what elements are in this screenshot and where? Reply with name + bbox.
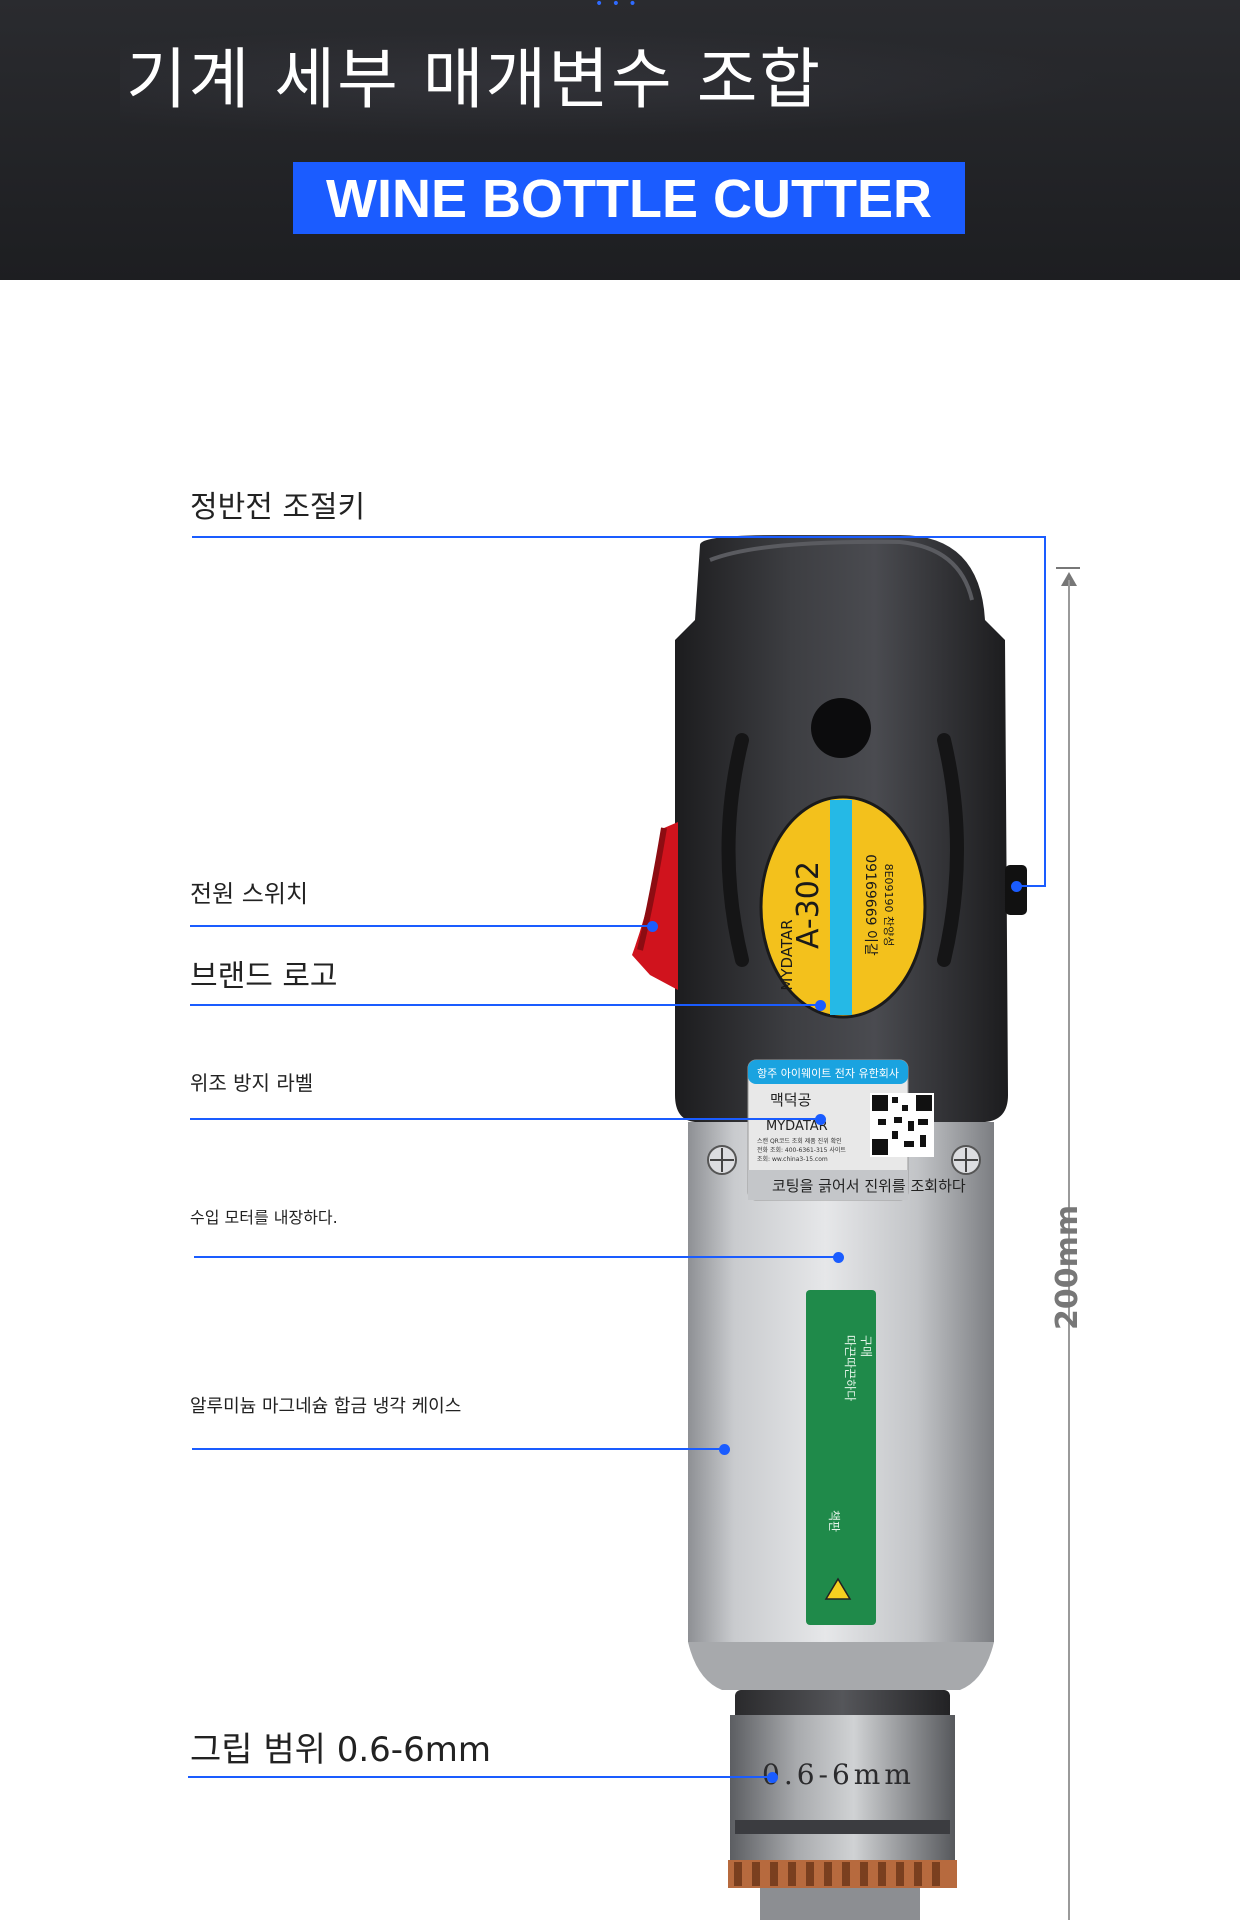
brand-oval	[759, 795, 927, 1019]
leader-anti-counterfeit	[190, 1118, 820, 1120]
dimension-line	[1068, 580, 1070, 1920]
cap-top-highlight	[709, 539, 974, 601]
sticker-header	[748, 1060, 908, 1084]
sticker-line-2: 전화 조회: 400-6361-315 사이트	[757, 1146, 846, 1154]
dot-direction-key	[1011, 881, 1022, 892]
page-title: 기계 세부 매개변수 조합	[126, 41, 823, 118]
brand-oval-stripe	[830, 800, 852, 1015]
callout-label-aluminum-case: 알루미늄 마그네슘 합금 냉각 케이스	[190, 1396, 462, 1417]
green-text-1: 구매	[859, 1335, 873, 1357]
chuck-collar	[735, 1690, 950, 1722]
dot-power-switch	[647, 921, 658, 932]
product-badge: WINE BOTTLE CUTTER	[293, 162, 965, 234]
green-label	[806, 1290, 876, 1625]
green-text-3: 책판	[827, 1510, 842, 1532]
leader-power-switch	[190, 925, 652, 927]
warning-triangle	[824, 1577, 852, 1600]
dimension-label: 200mm	[1050, 1204, 1085, 1330]
sticker	[747, 1059, 909, 1201]
cap-groove-left	[721, 733, 749, 967]
screw-right	[951, 1145, 981, 1175]
callout-label-direction-key: 정반전 조절키	[190, 490, 366, 525]
sticker-scratch-band	[748, 1170, 908, 1200]
sticker-company: 항주 아이웨이트 전자 유한회사	[757, 1067, 899, 1080]
leader-imported-motor	[194, 1256, 838, 1258]
sticker-bottom-text: 코팅을 긁어서 진위를 조회하다	[772, 1177, 966, 1195]
chuck-bottom-shaft	[760, 1888, 920, 1920]
callout-label-power-switch: 전원 스위치	[190, 880, 309, 908]
leader-direction-key-stub	[1016, 885, 1046, 887]
cap-groove-right	[937, 733, 964, 967]
dot-brand-logo	[815, 1000, 826, 1011]
qr-pattern	[872, 1095, 932, 1155]
oval-vertical-1: 09169669 이갈	[862, 854, 878, 956]
cap-hole	[811, 698, 871, 758]
black-cap	[675, 535, 1008, 1122]
oval-vertical-2: 8E09190 찬양성	[882, 864, 896, 947]
sticker-line-3: 조회: ww.china3-15.com	[757, 1155, 828, 1163]
callout-label-brand-logo: 브랜드 로고	[190, 959, 338, 994]
silver-body	[688, 1122, 994, 1642]
dot-anti-counterfeit	[815, 1114, 826, 1125]
model-text: A-302	[791, 861, 826, 949]
leader-aluminum-case	[192, 1448, 724, 1450]
qr-code	[870, 1093, 934, 1157]
dot-imported-motor	[833, 1252, 844, 1263]
callout-label-anti-counterfeit: 위조 방지 라벨	[190, 1071, 314, 1095]
header-glow	[120, 28, 1110, 138]
dot-aluminum-case	[719, 1444, 730, 1455]
dimension-arrow-icon	[1061, 572, 1077, 586]
screw-left	[707, 1145, 737, 1175]
green-text-2: 따끈따끈하다	[843, 1335, 857, 1401]
red-switch-body	[632, 822, 678, 990]
dimension-top-cap	[1056, 567, 1080, 569]
leader-grip-range	[188, 1776, 772, 1778]
callout-label-imported-motor: 수입 모터를 내장하다.	[190, 1208, 338, 1227]
gear-teeth	[734, 1862, 940, 1886]
dot-grip-range	[767, 1772, 778, 1783]
sticker-line-1: 스캔 QR코드 조회 제품 진위 확인	[757, 1137, 842, 1145]
chuck	[730, 1715, 955, 1865]
chuck-gear	[728, 1860, 957, 1888]
body-lower-taper	[688, 1642, 994, 1690]
header-banner: • • • 기계 세부 매개변수 조합 WINE BOTTLE CUTTER	[0, 0, 1240, 280]
chuck-ring	[735, 1820, 950, 1834]
callout-label-grip-range: 그립 범위 0.6-6mm	[190, 1730, 491, 1770]
oval-logo-text: MYDATAR	[778, 919, 796, 990]
chuck-range-text: 0.6-6mm	[762, 1758, 915, 1791]
leader-direction-key	[192, 536, 1046, 538]
sticker-brand: 맥덕공	[770, 1091, 811, 1109]
header-dots: • • •	[595, 0, 639, 12]
leader-direction-key-vertical	[1044, 536, 1046, 886]
leader-brand-logo	[190, 1004, 820, 1006]
